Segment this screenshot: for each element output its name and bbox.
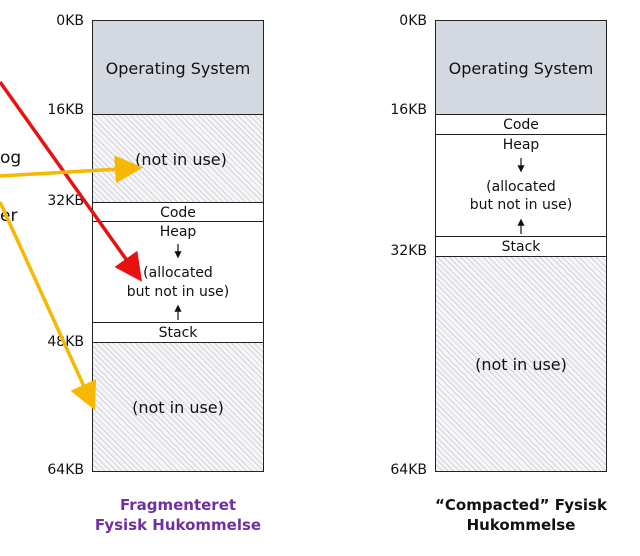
left-caption-line2: Fysisk Hukommelse	[94, 516, 262, 534]
tick-64kb: 64KB	[47, 462, 84, 478]
tick-16kb: 16KB	[47, 102, 84, 118]
stack-label: Stack	[501, 239, 541, 255]
cut-off-text-1: og	[0, 148, 22, 168]
tick-16kb: 16KB	[390, 102, 427, 118]
free-bottom-label: (not in use)	[132, 397, 224, 417]
allocated-label-line2: but not in use)	[126, 284, 230, 300]
tick-64kb: 64KB	[390, 462, 427, 478]
heap-label: Heap	[159, 223, 197, 240]
code-segment: Code	[92, 202, 264, 223]
os-segment: Operating System	[92, 20, 264, 116]
allocated-label-line1: (allocated	[486, 179, 556, 195]
stack-segment: Stack	[435, 236, 607, 258]
code-label: Code	[503, 117, 539, 133]
right-caption-line2: Hukommelse	[466, 516, 576, 534]
yellow-pointer-arrow-top	[0, 155, 143, 184]
right-caption-line1: “Compacted” Fysisk	[435, 496, 607, 514]
os-segment: Operating System	[435, 20, 607, 116]
free-top-label: (not in use)	[135, 149, 227, 169]
code-label: Code	[160, 204, 196, 221]
left-caption-line1: Fragmenteret	[119, 496, 237, 514]
free-segment-bottom: (not in use)	[92, 342, 264, 472]
free-segment: (not in use)	[435, 256, 607, 472]
yellow-pointer-arrow-bottom	[0, 201, 97, 411]
os-label: Operating System	[448, 58, 594, 78]
left-caption: Fragmenteret Fysisk Hukommelse	[80, 495, 276, 535]
allocated-label-line1: (allocated	[143, 265, 213, 281]
heap-label: Heap	[502, 137, 540, 153]
free-label: (not in use)	[475, 354, 567, 374]
tick-32kb: 32KB	[390, 243, 427, 259]
tick-48kb: 48KB	[47, 334, 84, 350]
os-label: Operating System	[105, 58, 251, 78]
right-caption: “Compacted” Fysisk Hukommelse	[420, 495, 622, 535]
tick-0kb: 0KB	[399, 13, 427, 29]
red-pointer-arrow	[0, 80, 143, 282]
stack-label: Stack	[158, 325, 198, 341]
tick-0kb: 0KB	[56, 13, 84, 29]
tick-32kb: 32KB	[47, 193, 84, 209]
allocated-label-line2: but not in use)	[469, 197, 573, 213]
